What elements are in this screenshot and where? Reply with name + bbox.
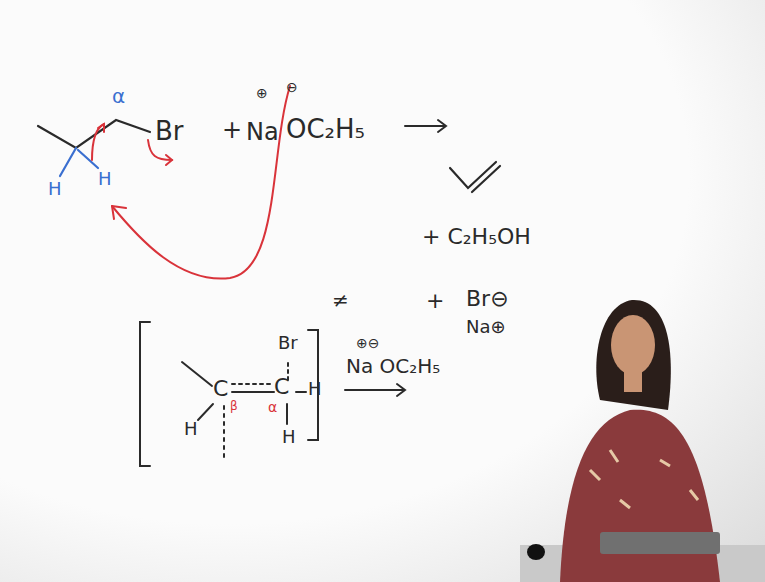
group-label: OC₂H₅ [286,116,365,142]
beta-mark: β [230,400,238,412]
charge-sign: ⊖ [286,80,298,94]
atom-label: Na [246,120,279,144]
atom-label: C [274,376,289,398]
atom-label: Br [155,118,184,144]
alpha-mark: α [112,86,125,106]
charge-sign: ⊕ [256,86,268,100]
atom-label: C [213,378,228,400]
product-label: + C₂H₅OH [422,226,531,248]
atom-label: H [282,428,296,446]
plus-sign: + [426,290,444,312]
reagent-label: Na OC₂H₅ [346,356,440,376]
presenter [520,300,765,582]
note-mark: ≠ [332,290,349,310]
ion-label: Na⊕ [466,318,506,336]
plus-sign: + [222,118,242,142]
charge-sign: ⊕⊖ [356,336,379,350]
electron-arrows [92,86,290,279]
atom-label: H [308,380,322,398]
reaction-arrows [345,120,446,396]
atom-label: H [184,420,198,438]
atom-label: Br [278,334,298,352]
atom-label: H [98,170,112,188]
ion-label: Br⊖ [466,288,509,310]
alpha-mark: α [268,400,277,414]
transition-state [140,322,318,466]
alkene-product [450,162,500,192]
atom-label: H [48,180,62,198]
